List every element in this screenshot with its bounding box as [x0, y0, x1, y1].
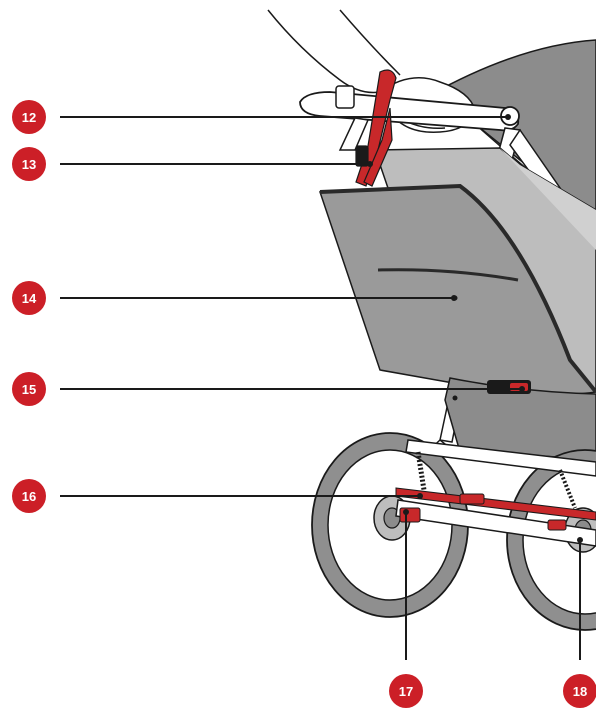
callout-number: 13 — [22, 157, 36, 172]
callout-badge-15: 15 — [12, 372, 46, 406]
callout-number: 15 — [22, 382, 36, 397]
callout-badge-16: 16 — [12, 479, 46, 513]
callout-number: 12 — [22, 110, 36, 125]
callout-badge-18: 18 — [563, 674, 596, 708]
callout-number: 14 — [22, 291, 37, 306]
callout-number: 17 — [399, 684, 413, 699]
leader-endpoints — [367, 114, 583, 543]
callout-badge-14: 14 — [12, 281, 46, 315]
left-rear-wheel — [311, 432, 469, 618]
callout-badge-12: 12 — [12, 100, 46, 134]
callout-number: 16 — [22, 489, 36, 504]
callout-number: 18 — [573, 684, 587, 699]
leader-lines — [60, 116, 581, 660]
callout-badge-13: 13 — [12, 147, 46, 181]
lower-seat — [444, 377, 596, 461]
callout-badge-17: 17 — [389, 674, 423, 708]
rear-axle — [395, 439, 596, 547]
seat-back-cover — [318, 147, 596, 395]
